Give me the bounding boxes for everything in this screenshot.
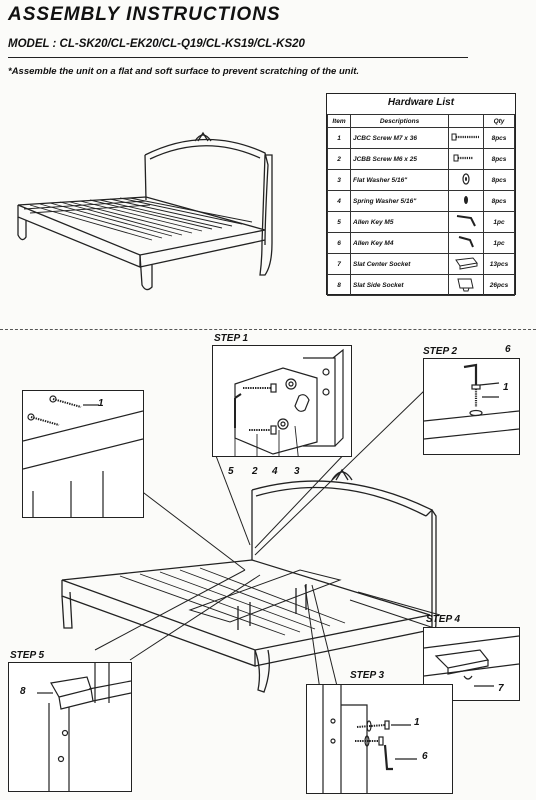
item-description: Slat Center Socket bbox=[350, 253, 449, 275]
item-number: 8 bbox=[327, 274, 351, 296]
callout-1-left: 1 bbox=[98, 398, 104, 409]
callout-6-step3: 6 bbox=[422, 751, 428, 762]
table-row: 2 JCBB Screw M6 x 25 8pcs bbox=[327, 148, 515, 170]
flat-washer-icon bbox=[448, 169, 484, 191]
item-qty: 8pcs bbox=[483, 169, 515, 191]
header-rule bbox=[8, 57, 468, 58]
side-socket-icon bbox=[448, 274, 484, 296]
item-qty: 1pc bbox=[483, 232, 515, 254]
section-divider bbox=[0, 329, 536, 331]
item-description: Allen Key M5 bbox=[350, 211, 449, 233]
callout-1: 1 bbox=[503, 382, 509, 393]
callout-5: 5 bbox=[228, 466, 234, 477]
allen-key-icon bbox=[448, 232, 484, 254]
item-description: JCBB Screw M6 x 25 bbox=[350, 148, 449, 170]
item-number: 7 bbox=[327, 253, 351, 275]
step-3-detail bbox=[306, 684, 453, 794]
table-row: 3 Flat Washer 5/16" 8pcs bbox=[327, 169, 515, 191]
step-5-label: STEP 5 bbox=[10, 650, 45, 661]
item-number: 1 bbox=[327, 127, 351, 149]
callout-2: 2 bbox=[252, 466, 258, 477]
long-screw-icon bbox=[448, 127, 484, 149]
step-2-label: STEP 2 bbox=[423, 346, 458, 357]
center-socket-icon bbox=[448, 253, 484, 275]
step-2-detail bbox=[423, 358, 520, 455]
hardware-list-title: Hardware List bbox=[387, 97, 455, 108]
allen-key-icon bbox=[448, 211, 484, 233]
item-description: Slat Side Socket bbox=[350, 274, 449, 296]
table-row: 4 Spring Washer 5/16" 8pcs bbox=[327, 190, 515, 212]
callout-1-step3: 1 bbox=[414, 717, 420, 728]
column-header-item: Item bbox=[327, 114, 351, 128]
item-qty: 1pc bbox=[483, 211, 515, 233]
assembly-note: *Assemble the unit on a flat and soft su… bbox=[8, 66, 360, 77]
callout-6: 6 bbox=[505, 344, 511, 355]
column-header-picture bbox=[448, 114, 484, 128]
callout-4: 4 bbox=[272, 466, 278, 477]
step-1-label: STEP 1 bbox=[214, 333, 249, 344]
page-title: ASSEMBLY INSTRUCTIONS bbox=[8, 4, 281, 25]
item-qty: 8pcs bbox=[483, 190, 515, 212]
item-number: 3 bbox=[327, 169, 351, 191]
item-description: Allen Key M4 bbox=[350, 232, 449, 254]
item-qty: 8pcs bbox=[483, 148, 515, 170]
callout-7: 7 bbox=[498, 683, 504, 694]
headboard-bolt-diagram bbox=[322, 685, 417, 793]
side-socket-diagram bbox=[37, 663, 131, 791]
item-description: JCBC Screw M7 x 36 bbox=[350, 127, 449, 149]
hardware-list: Hardware List Item Descriptions Qty 1 JC… bbox=[326, 93, 516, 296]
model-line: MODEL : CL-SK20/CL-EK20/CL-Q19/CL-KS19/C… bbox=[8, 38, 305, 50]
short-screw-icon bbox=[448, 148, 484, 170]
item-number: 2 bbox=[327, 148, 351, 170]
table-row: 5 Allen Key M5 1pc bbox=[327, 211, 515, 233]
hardware-table: Item Descriptions Qty 1 JCBC Screw M7 x … bbox=[327, 114, 515, 296]
center-socket-diagram bbox=[424, 635, 519, 687]
bed-assembly-illustration bbox=[61, 389, 441, 693]
rail-screw-diagram bbox=[23, 395, 143, 517]
callout-3: 3 bbox=[294, 466, 300, 477]
table-row: 7 Slat Center Socket 13pcs bbox=[327, 253, 515, 275]
hardware-header-row: Item Descriptions Qty bbox=[327, 114, 515, 128]
spring-washer-icon bbox=[448, 190, 484, 212]
allen-key-tightening-diagram bbox=[424, 363, 519, 440]
column-header-qty: Qty bbox=[483, 114, 515, 128]
rail-screw-detail bbox=[22, 390, 144, 518]
callout-8: 8 bbox=[20, 686, 26, 697]
item-number: 4 bbox=[327, 190, 351, 212]
step-4-label: STEP 4 bbox=[426, 614, 461, 625]
item-qty: 8pcs bbox=[483, 127, 515, 149]
item-number: 5 bbox=[327, 211, 351, 233]
item-description: Flat Washer 5/16" bbox=[350, 169, 449, 191]
table-row: 1 JCBC Screw M7 x 36 8pcs bbox=[327, 127, 515, 149]
step-4-detail bbox=[423, 627, 520, 701]
item-qty: 13pcs bbox=[483, 253, 515, 275]
step-5-detail bbox=[8, 662, 132, 792]
bracket-hardware-diagram bbox=[234, 348, 344, 456]
table-row: 6 Allen Key M4 1pc bbox=[327, 232, 515, 254]
table-row: 8 Slat Side Socket 26pcs bbox=[327, 274, 515, 296]
step-3-label: STEP 3 bbox=[350, 670, 385, 681]
bed-overview-illustration bbox=[17, 131, 273, 291]
item-qty: 26pcs bbox=[483, 274, 515, 296]
column-header-descriptions: Descriptions bbox=[350, 114, 449, 128]
item-description: Spring Washer 5/16" bbox=[350, 190, 449, 212]
step-1-detail bbox=[212, 345, 352, 457]
item-number: 6 bbox=[327, 232, 351, 254]
